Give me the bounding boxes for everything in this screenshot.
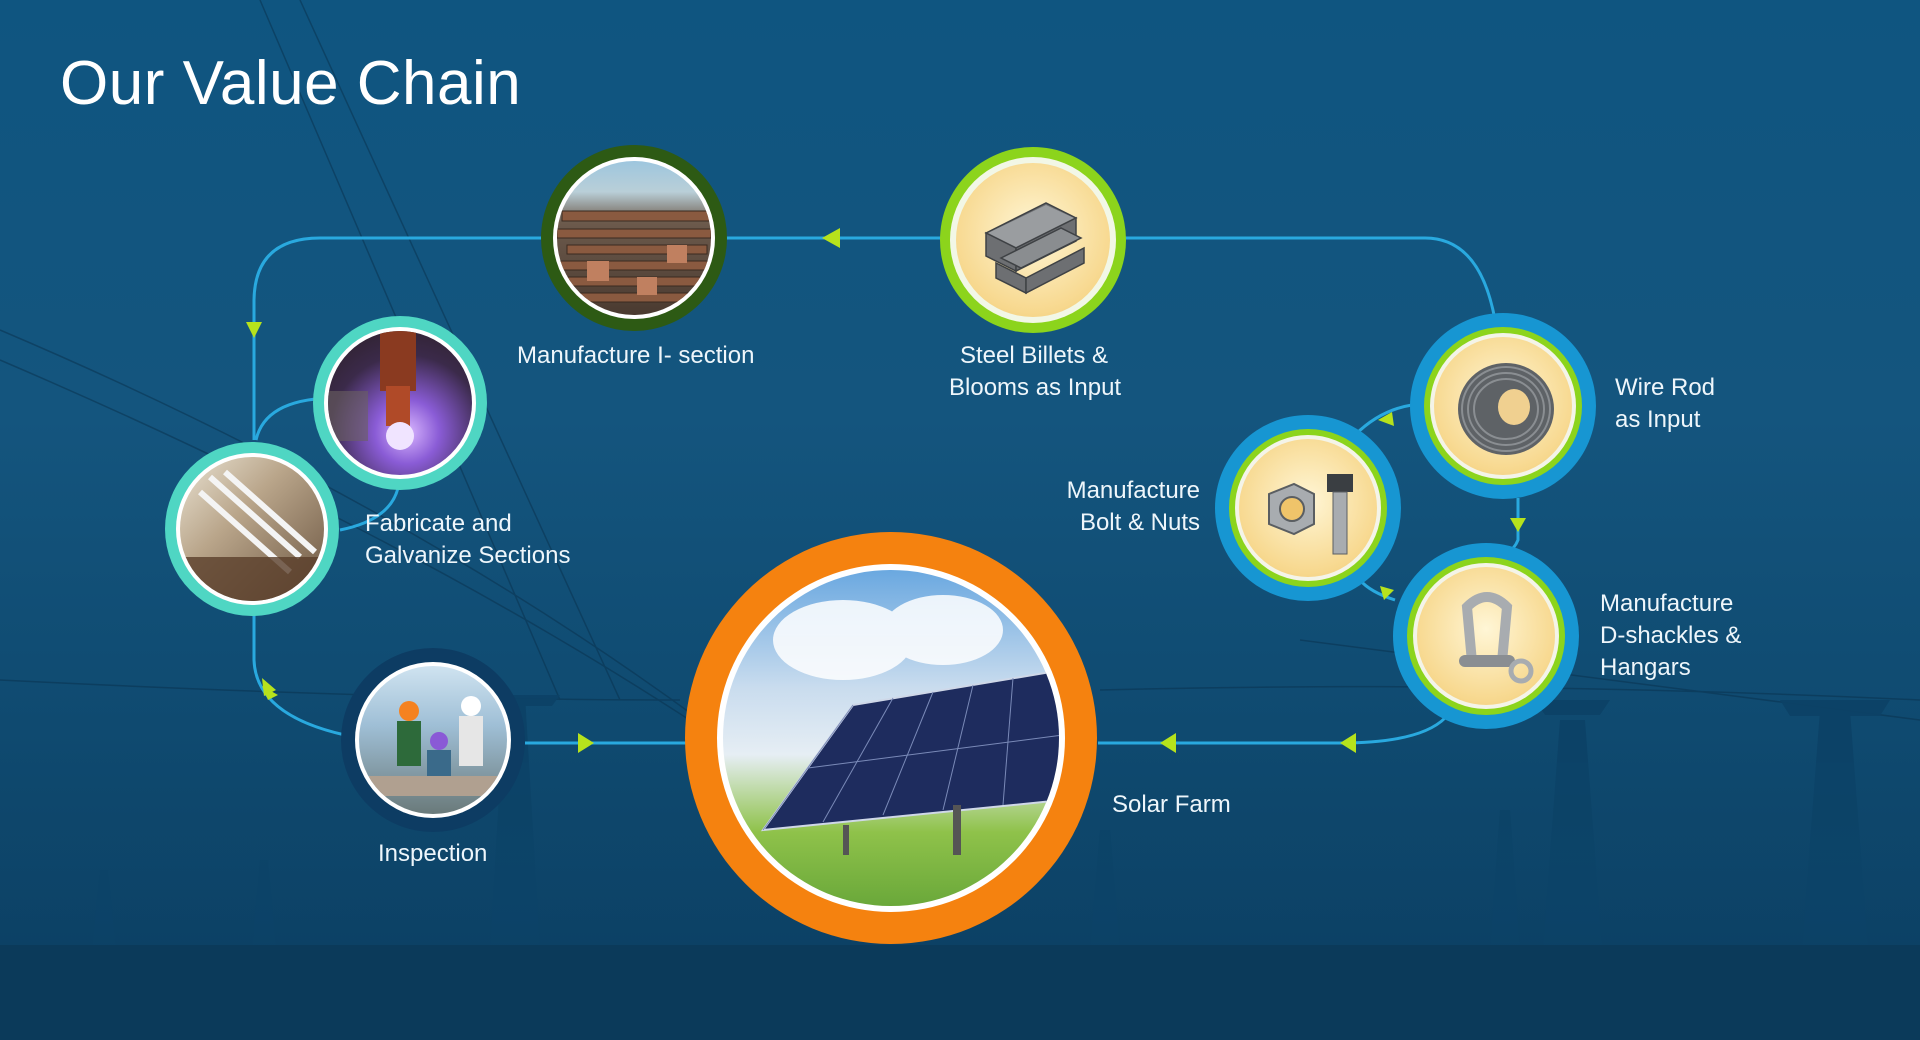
node-steel-billets[interactable] (940, 147, 1126, 333)
label-inspection-line1: Inspection (378, 840, 488, 867)
label-steel-billets-line2: Blooms as Input (949, 374, 1122, 401)
node-galvanize-sections[interactable] (165, 442, 339, 616)
d-shackle-icon (1459, 592, 1534, 684)
label-bolt-nuts-line1: Manufacture (1066, 477, 1200, 504)
bolt-nut-icon (1268, 474, 1353, 555)
label-fabricate-line1: Fabricate and (365, 510, 512, 537)
label-bolt-nuts-line2: Bolt & Nuts (1079, 509, 1200, 536)
label-wire-rod-line1: Wire Rod (1615, 374, 1716, 401)
steel-billets-icon (984, 202, 1085, 295)
label-d-shackles-line3: Hangars (1600, 654, 1691, 681)
label-wire-rod: Wire Rod as Input (1615, 372, 1715, 436)
connector-dshackles-to-solar (1098, 716, 1447, 745)
connector-left-down (252, 615, 346, 737)
node-bolt-nuts[interactable] (1215, 415, 1401, 601)
label-fabricate-galvanize: Fabricate and Galvanize Sections (365, 508, 570, 572)
label-manufacture-i-section: Manufacture I- section (517, 340, 754, 372)
i-section-icon (557, 210, 711, 303)
label-solar-farm-line1: Solar Farm (1112, 791, 1231, 818)
galvanize-icon (180, 469, 324, 601)
connector-isection-to-left (252, 236, 545, 440)
label-d-shackles-line1: Manufacture (1600, 590, 1734, 617)
node-solar-farm[interactable] (685, 532, 1097, 944)
node-fabricate[interactable] (313, 316, 487, 490)
wire-rod-icon (1458, 363, 1554, 455)
label-i-section-line1: Manufacture I- section (517, 342, 755, 369)
label-d-shackles-line2: D-shackles & (1600, 622, 1742, 649)
label-wire-rod-line2: as Input (1615, 406, 1701, 433)
connector-fab-link2 (339, 487, 400, 532)
node-inspection[interactable] (341, 648, 525, 832)
node-wire-rod[interactable] (1410, 313, 1596, 499)
welding-icon (328, 331, 416, 450)
node-manufacture-i-section[interactable] (541, 145, 727, 331)
label-steel-billets-line1: Steel Billets & (959, 342, 1109, 369)
label-d-shackles: Manufacture D-shackles & Hangars (1600, 588, 1741, 684)
label-fabricate-line2: Galvanize Sections (365, 542, 571, 569)
connector-billets-to-wirerod (1120, 236, 1497, 321)
node-d-shackles[interactable] (1393, 543, 1579, 729)
label-steel-billets: Steel Billets & Blooms as Input (949, 340, 1122, 404)
label-bolt-nuts: Manufacture Bolt & Nuts (1060, 475, 1200, 539)
label-solar-farm: Solar Farm (1112, 789, 1231, 821)
flow-arrows (246, 228, 1526, 753)
label-inspection: Inspection (378, 838, 487, 870)
solar-panel-icon (760, 595, 1059, 855)
inspection-icon (369, 696, 499, 796)
page-title: Our Value Chain (60, 49, 522, 118)
